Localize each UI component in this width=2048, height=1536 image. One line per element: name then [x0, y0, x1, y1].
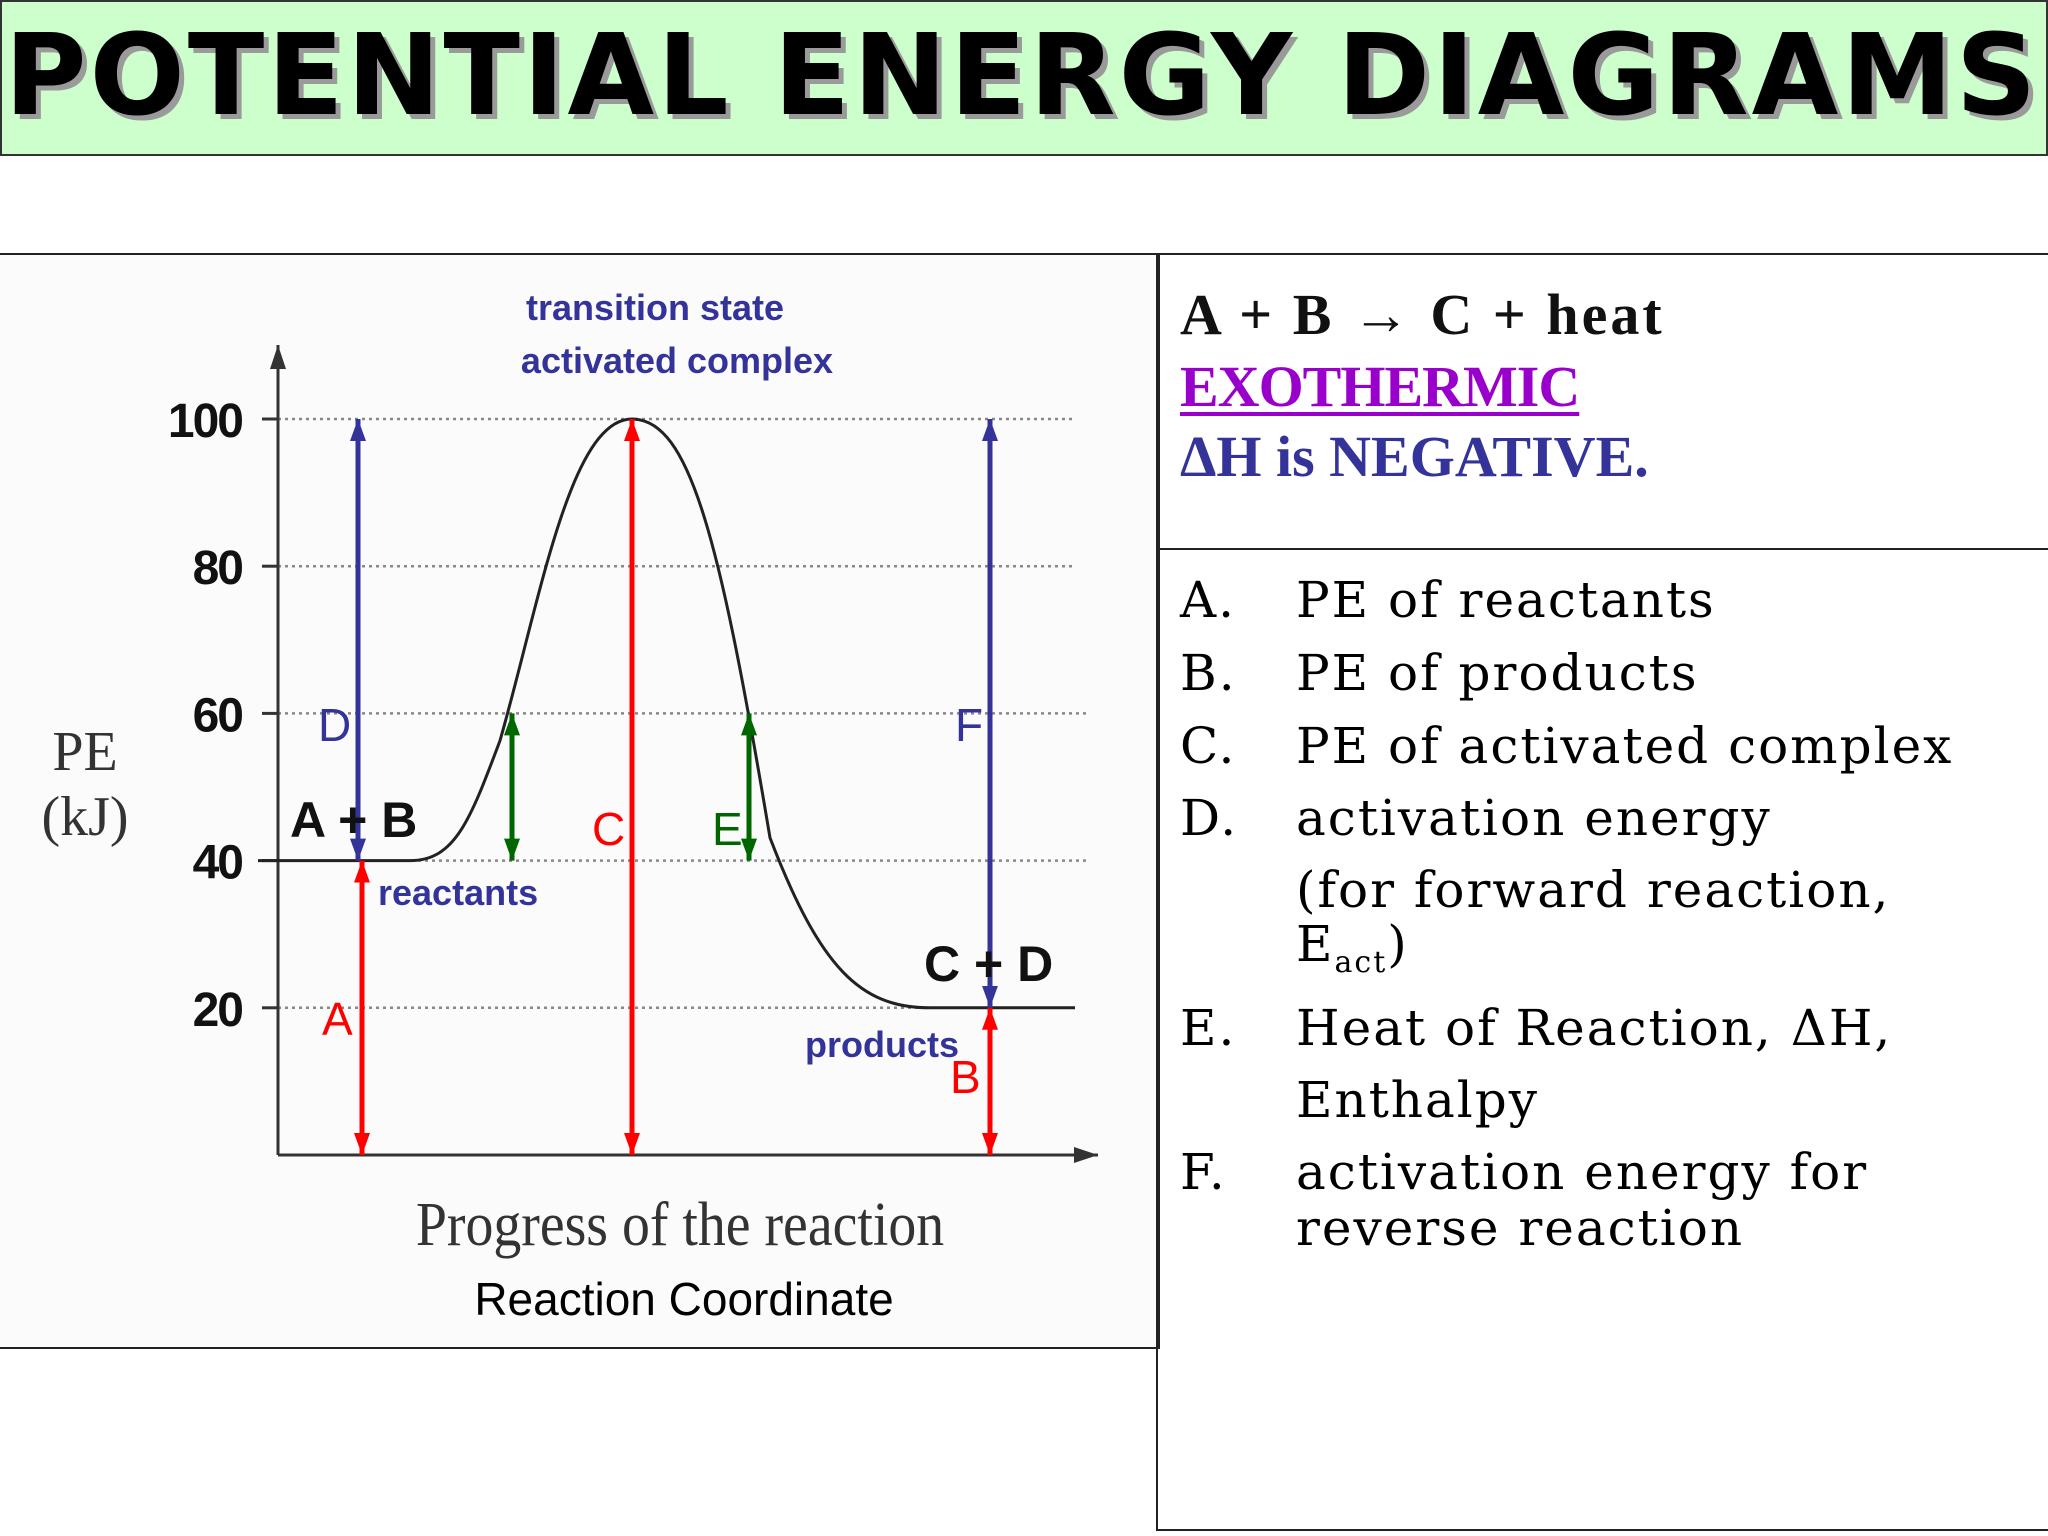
reaction-type: EXOTHERMIC [1180, 354, 1580, 419]
y-tick-label: 60 [193, 689, 243, 742]
transition-state-label: transition state [526, 287, 784, 328]
arrow-label-f: F [955, 699, 983, 751]
diagram-caption: Reaction Coordinate [474, 1273, 893, 1325]
activated-complex-label: activated complex [521, 340, 833, 381]
definition-text: activation energy for [1296, 1143, 1869, 1201]
definition-text: PE of reactants [1296, 571, 1716, 629]
definition-text-eact: Eact) [1296, 915, 1409, 980]
y-tick-label: 40 [193, 837, 243, 890]
definition-text: Heat of Reaction, ΔH, [1296, 999, 1893, 1057]
title-banner [0, 0, 2048, 156]
definition-key: B. [1180, 644, 1237, 702]
definition-key: A. [1180, 571, 1237, 629]
definition-text-line2: reverse reaction [1296, 1199, 1745, 1257]
definition-key: F. [1180, 1143, 1227, 1201]
arrow-label-c: C [592, 803, 625, 855]
definition-text-line2: (for forward reaction, [1296, 861, 1891, 919]
definition-key: C. [1180, 717, 1237, 775]
y-axis-label-line2: (kJ) [41, 786, 128, 848]
y-axis-label-line1: PE [52, 721, 117, 783]
reaction-equation: A + B → C + heat [1180, 282, 1665, 347]
definition-key: E. [1180, 999, 1237, 1057]
definition-key: D. [1180, 789, 1239, 847]
page-title: POTENTIAL ENERGY DIAGRAMS [4, 11, 2040, 141]
definition-text: PE of activated complex [1296, 717, 1954, 775]
energy-curve [258, 417, 1075, 1010]
x-axis-label: Progress of the reaction [416, 1189, 944, 1258]
arrow-label-d: D [318, 699, 351, 751]
equation-panel: A + B → C + heat EXOTHERMIC ΔH is NEGATI… [1156, 253, 2048, 550]
reactants-formula: A + B [290, 792, 417, 848]
y-tick-label: 80 [193, 542, 243, 595]
definition-text: PE of products [1296, 644, 1699, 702]
arrow-label-a: A [322, 993, 353, 1045]
arrow-label-e: E [712, 803, 743, 855]
y-tick-label: 100 [168, 395, 242, 448]
delta-h-statement: ΔH is NEGATIVE. [1180, 424, 1649, 489]
definitions-panel: A. PE of reactants B. PE of products C. … [1156, 545, 2048, 1531]
products-label: products [805, 1024, 959, 1065]
definition-text-line2: Enthalpy [1296, 1071, 1540, 1129]
products-formula: C + D [924, 936, 1053, 992]
definition-text: activation energy [1296, 789, 1772, 847]
y-tick-label: 20 [193, 984, 243, 1037]
arrow-label-b: B [950, 1051, 981, 1103]
reactants-label: reactants [378, 872, 538, 913]
